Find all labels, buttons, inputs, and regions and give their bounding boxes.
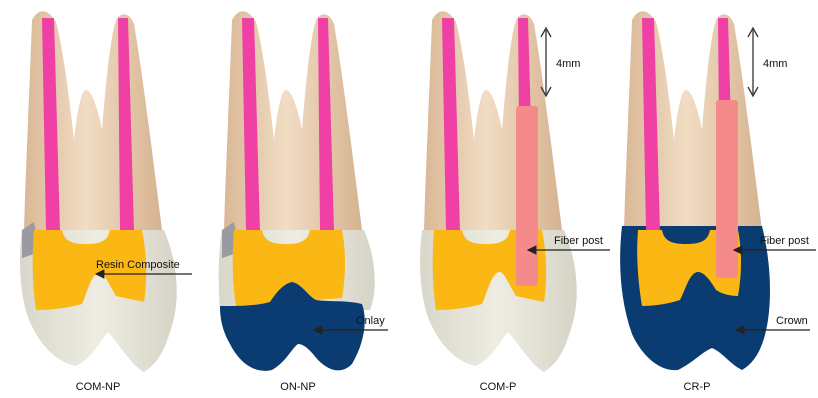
caption-com-p: COM-P bbox=[480, 381, 517, 393]
fiber-post-label: Fiber post bbox=[554, 235, 603, 247]
tooth-cr-p bbox=[620, 11, 770, 370]
caption-cr-p: CR-P bbox=[684, 381, 711, 393]
tooth-com-p bbox=[420, 11, 577, 372]
resin-composite-label: Resin Composite bbox=[96, 259, 180, 271]
tooth-com-np bbox=[20, 11, 177, 372]
caption-com-np: COM-NP bbox=[76, 381, 121, 393]
depth-indicator-cr-p: 4mm bbox=[748, 28, 787, 96]
depth-indicator-com-p: 4mm bbox=[541, 28, 580, 96]
fiber-post-label: Fiber post bbox=[760, 235, 809, 247]
fiber-post bbox=[716, 100, 738, 278]
depth-label: 4mm bbox=[763, 58, 787, 70]
crown-label: Crown bbox=[776, 315, 808, 327]
fiber-post bbox=[516, 106, 538, 286]
caption-on-np: ON-NP bbox=[280, 381, 315, 393]
depth-label: 4mm bbox=[556, 58, 580, 70]
tooth-on-np bbox=[219, 11, 375, 371]
onlay-label: Onlay bbox=[356, 315, 385, 327]
